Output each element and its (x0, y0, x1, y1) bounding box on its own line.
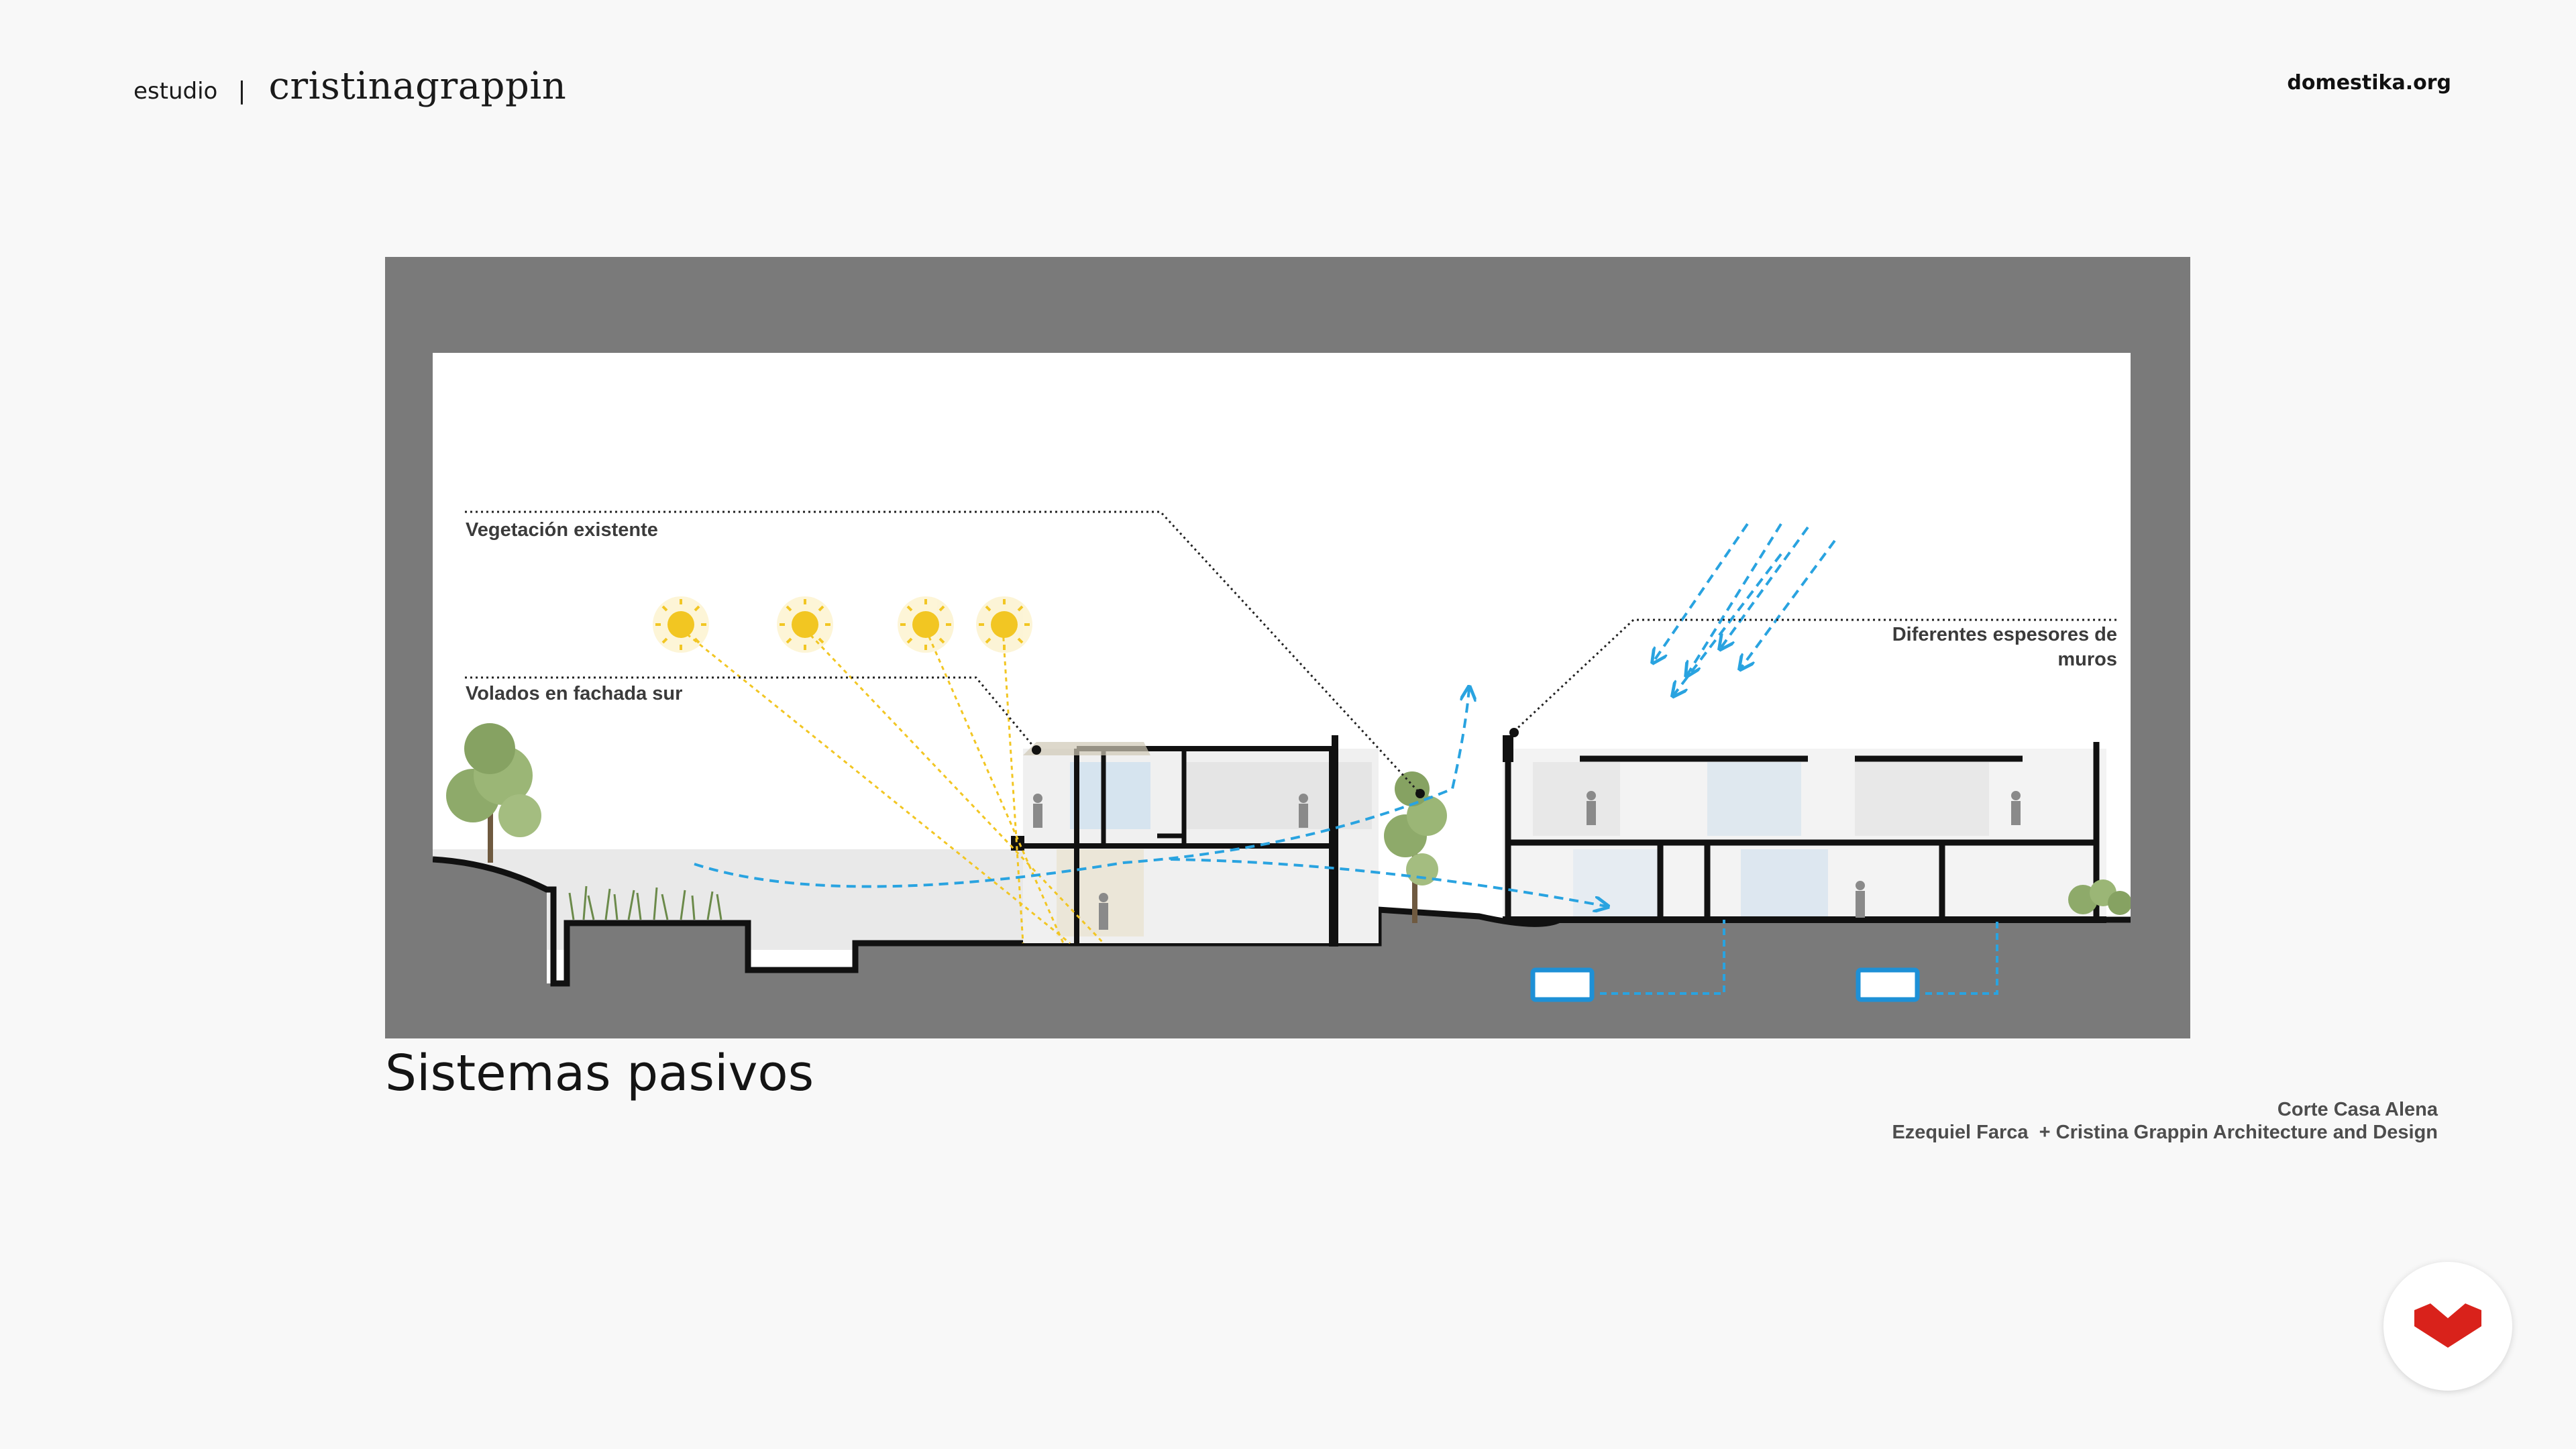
label-wall-thickness: Diferentes espesores de muros (1809, 623, 2117, 672)
right-house-section (1503, 735, 2106, 923)
leader-lines (465, 511, 2116, 795)
header-separator: | (237, 77, 246, 105)
sun-spikes (655, 599, 1030, 650)
label-overhangs: Volados en fachada sur (466, 683, 683, 704)
domestika-logo-icon (2414, 1303, 2481, 1348)
studio-header: estudio | cristinagrappin (133, 64, 566, 108)
site-link[interactable]: domestika.org (2287, 71, 2451, 95)
studio-logo-text: cristinagrappin (268, 64, 567, 108)
slide-title: Sistemas pasivos (385, 1044, 814, 1102)
tree-icon (446, 723, 541, 863)
grass-icon (568, 885, 722, 920)
shrub-icon (2068, 879, 2131, 915)
label-wall-thickness-line2: muros (2057, 649, 2117, 670)
section-drawing (433, 511, 2131, 1038)
person-icon (1033, 791, 2021, 930)
label-vegetation: Vegetación existente (466, 519, 658, 541)
underground-duct (1530, 920, 1998, 1002)
ground-line (433, 856, 2131, 987)
left-house-section (1011, 735, 1379, 947)
credits: Corte Casa Alena Ezequiel Farca + Cristi… (1892, 1098, 2438, 1144)
section-diagram: Vegetación existente Volados en fachada … (433, 353, 2131, 1038)
label-wall-thickness-line1: Diferentes espesores de (1892, 624, 2117, 645)
studio-word: estudio (133, 78, 218, 105)
sun-rays (680, 628, 1105, 945)
sun-glow (653, 596, 1032, 653)
tree-icon (1384, 771, 1447, 923)
leader-dots (1032, 728, 1519, 798)
airflow-arrow-icon (694, 523, 1836, 906)
domestika-logo-button[interactable] (2383, 1262, 2512, 1391)
credit-project: Corte Casa Alena (2277, 1099, 2438, 1120)
sun-icon (667, 611, 1018, 638)
credit-authors: Ezequiel Farca + Cristina Grappin Archit… (1892, 1122, 2438, 1143)
section-diagram-frame: Vegetación existente Volados en fachada … (385, 257, 2190, 1038)
